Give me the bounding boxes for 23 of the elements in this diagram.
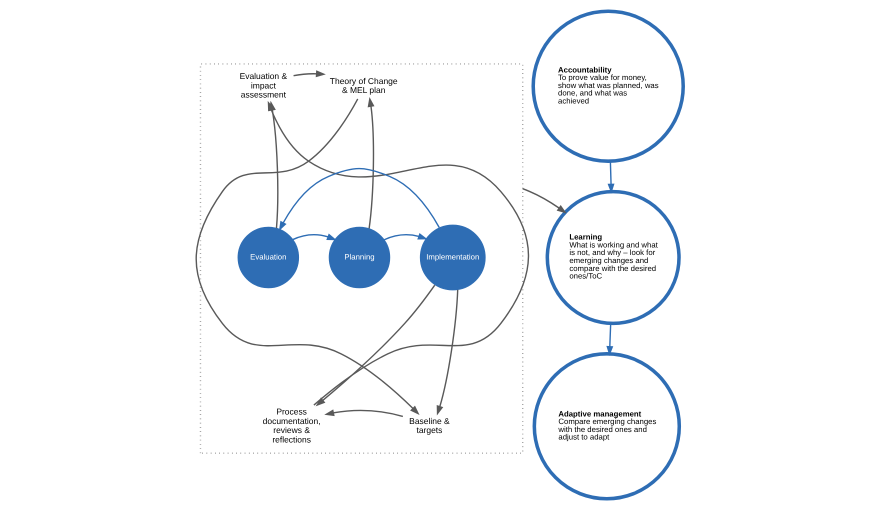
arrow (292, 233, 337, 240)
arrow (293, 70, 326, 78)
node-circle: Learning What is working and what is not, and why – look for emerging changes and compare with the desired ones/ToC (546, 190, 681, 326)
node-circle: Evaluation (238, 226, 300, 288)
node-text: Evaluation & impact assessment (240, 71, 288, 100)
arrow (606, 324, 614, 356)
arrow (608, 161, 615, 194)
node-circle: Implementation (420, 224, 486, 290)
arrow (384, 232, 428, 240)
arrow (368, 97, 374, 228)
node-circle: Adaptive management Compare emerging changes with the desired ones and adjust to adapt (532, 352, 682, 501)
node-text: Process documentation, reviews & reflections (262, 406, 321, 444)
arrow (269, 100, 278, 228)
arrow (522, 188, 567, 214)
arrow (324, 409, 404, 418)
node-circle: Accountability To prove value for money, show what was planned, was done, and what was achieved (531, 9, 685, 163)
arrow (278, 168, 440, 232)
node-circle: Planning (328, 226, 390, 288)
arrow (316, 284, 436, 406)
node-text: Theory of Change & MEL plan (330, 76, 398, 95)
arrow (436, 290, 458, 416)
cluster (200, 63, 524, 454)
node-text: Baseline & targets (409, 416, 450, 436)
